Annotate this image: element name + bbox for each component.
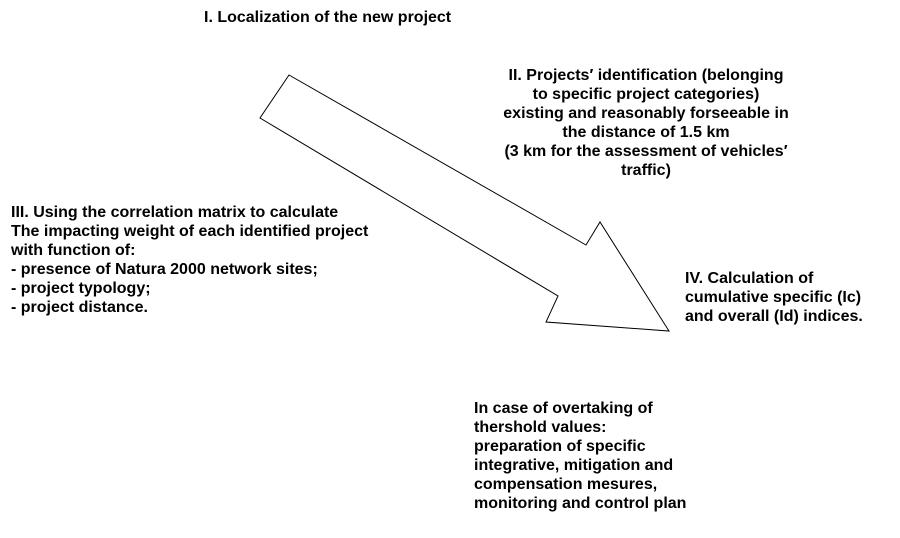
arrow-shape [259, 74, 670, 332]
step-5-line: integrative, mitigation and [474, 457, 674, 474]
step-1-localization: I. Localization of the new project [204, 8, 451, 27]
step-2-line: to specific project categories) [532, 86, 760, 103]
step-2-line: (3 km for the assessment of vehicles′ [504, 143, 788, 160]
step-2-line: II. Projects′ identification (belonging [508, 67, 784, 84]
step-4-line: and overall (Id) indices. [685, 308, 863, 325]
step-3-line: III. Using the correlation matrix to cal… [11, 204, 339, 221]
step-3-line: with function of: [11, 242, 136, 259]
step-2-line: traffic) [621, 162, 671, 179]
step-5-line: thershold values: [474, 419, 607, 436]
step-5-line: compensation mesures, [474, 476, 658, 493]
step-3-line: - presence of Natura 2000 network sites; [11, 261, 318, 278]
step-5-line: preparation of specific [474, 438, 646, 455]
step-3-line: - project distance. [11, 299, 148, 316]
step-4-line: cumulative specific (Ic) [685, 289, 862, 306]
step-3-line: - project typology; [11, 280, 151, 297]
step-5-line: In case of overtaking of [474, 400, 653, 417]
step-5-threshold-measures: In case of overtaking of thershold value… [474, 399, 686, 513]
step-3-correlation-matrix: III. Using the correlation matrix to cal… [11, 203, 368, 317]
step-2-identification: II. Projects′ identification (belonging … [472, 66, 820, 180]
step-4-line: IV. Calculation of [685, 270, 814, 287]
step-5-line: monitoring and control plan [474, 495, 687, 512]
step-2-line: existing and reasonably forseeable in [503, 105, 789, 122]
step-2-line: the distance of 1.5 km [562, 124, 730, 141]
step-3-line: The impacting weight of each identified … [11, 223, 369, 240]
step-1-line: I. Localization of the new project [204, 9, 452, 26]
step-4-indices-calculation: IV. Calculation of cumulative specific (… [685, 269, 863, 326]
